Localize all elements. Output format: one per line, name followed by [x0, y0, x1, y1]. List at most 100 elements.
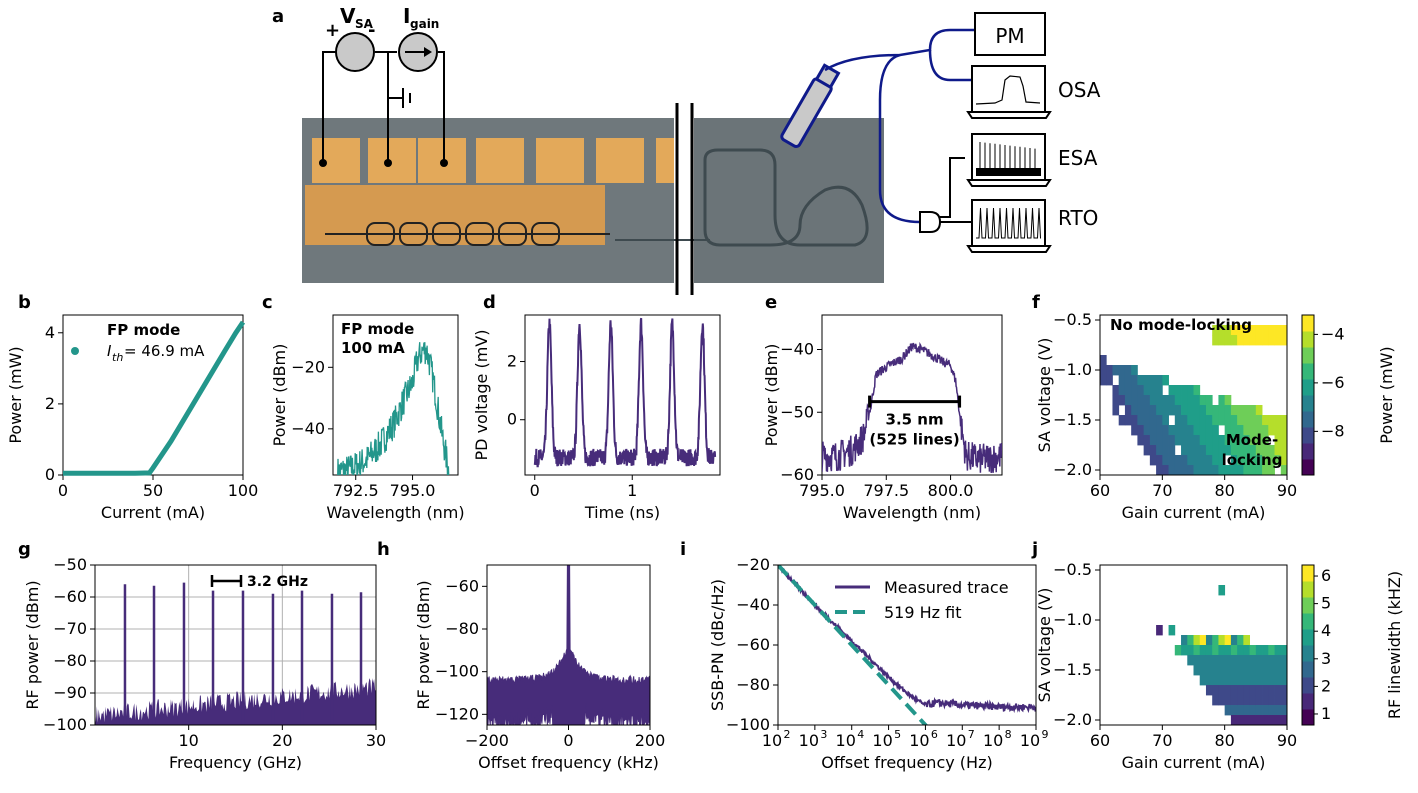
- heatmap-cell: [1243, 445, 1250, 456]
- heatmap-cell: [1199, 645, 1207, 656]
- x-axis-label: Current (mA): [101, 503, 205, 522]
- heatmap-cell: [1249, 455, 1257, 466]
- y-tick-label: −20: [736, 555, 770, 574]
- heatmap-cell: [1218, 415, 1226, 426]
- heatmap-cell: [1237, 635, 1244, 646]
- colorbar-step: [1302, 327, 1314, 332]
- heatmap-cell: [1168, 405, 1176, 416]
- heatmap-cell: [1274, 675, 1282, 686]
- heatmap-cell: [1149, 385, 1157, 396]
- x-tick-label: 0: [58, 481, 68, 500]
- colorbar-tick: 4: [1321, 621, 1331, 640]
- heatmap-cell: [1112, 395, 1120, 406]
- x-tick-label: 200: [635, 731, 666, 750]
- colorbar-tick: −4: [1321, 324, 1345, 343]
- heatmap-cell: [1274, 715, 1282, 725]
- heatmap-cell: [1181, 385, 1188, 396]
- heatmap-cell: [1224, 415, 1232, 426]
- colorbar-step: [1302, 697, 1314, 702]
- x-tick-exponent: 2: [784, 728, 791, 741]
- heatmap-cell: [1162, 455, 1169, 466]
- heatmap-cell: [1212, 665, 1219, 676]
- x-axis-label: Frequency (GHz): [169, 753, 302, 772]
- colorbar-step: [1302, 597, 1314, 602]
- heatmap-cell: [1274, 455, 1282, 466]
- y-tick-label: −100: [43, 715, 87, 734]
- colorbar-step: [1302, 641, 1314, 646]
- heatmap-cell: [1224, 325, 1232, 336]
- x-tick-label: 90: [1277, 481, 1297, 500]
- colorbar-tick: −8: [1321, 421, 1345, 440]
- heatmap-cell: [1243, 655, 1250, 666]
- x-tick-label: 20: [272, 731, 292, 750]
- heatmap-cell: [1143, 405, 1151, 416]
- heatmap-cell: [1262, 425, 1269, 436]
- colorbar-step: [1302, 565, 1314, 570]
- colorbar-step: [1302, 625, 1314, 630]
- heatmap-cell: [1156, 415, 1163, 426]
- heatmap-cell: [1193, 405, 1201, 416]
- heatmap-cell: [1131, 425, 1138, 436]
- heatmap-cell: [1230, 435, 1238, 446]
- heatmap-cell: [1187, 415, 1194, 426]
- x-tick-exponent: 7: [968, 728, 975, 741]
- heatmap-cell: [1274, 325, 1282, 336]
- vsa-label: V: [340, 4, 356, 28]
- gold-pad: [368, 138, 416, 183]
- heatmap-cell: [1262, 675, 1269, 686]
- heatmap-cell: [1199, 465, 1207, 475]
- ring-waveguide: [703, 148, 869, 247]
- colorbar-tick: 1: [1321, 704, 1331, 723]
- heatmap-cell: [1255, 705, 1263, 716]
- x-axis-label: Wavelength (nm): [326, 503, 464, 522]
- heatmap-cell: [1224, 335, 1232, 346]
- heatmap-cell: [1205, 405, 1213, 416]
- colorbar-step: [1302, 367, 1314, 372]
- heatmap-cell: [1268, 425, 1275, 436]
- gold-pad: [476, 138, 524, 183]
- gold-pad: [656, 138, 674, 183]
- annotation-ml-1: Mode-: [1226, 431, 1278, 449]
- heatmap-cell: [1174, 465, 1182, 475]
- heatmap-cell: [1199, 675, 1207, 686]
- x-tick-exponent: 8: [1005, 728, 1012, 741]
- heatmap-cell: [1124, 375, 1132, 386]
- x-tick-label: 10: [836, 731, 856, 750]
- annotation-lines: (525 lines): [869, 431, 959, 449]
- pm-box: [974, 12, 1046, 56]
- minus-sign: -: [368, 20, 375, 41]
- colorbar-step: [1302, 407, 1314, 412]
- heatmap-cell: [1143, 375, 1151, 386]
- colorbar-step: [1302, 399, 1314, 404]
- heatmap-cell: [1224, 705, 1232, 716]
- heatmap-cell: [1168, 435, 1176, 446]
- colorbar-step: [1302, 721, 1314, 726]
- y-tick-label: −0.5: [1053, 560, 1092, 579]
- y-tick-label: −20: [291, 357, 325, 376]
- panel-letter-g: g: [18, 539, 31, 560]
- heatmap-cell: [1255, 655, 1263, 666]
- heatmap-cell: [1237, 335, 1244, 346]
- heatmap-cell: [1255, 405, 1263, 416]
- heatmap-cell: [1255, 455, 1263, 466]
- heatmap-cell: [1268, 705, 1275, 716]
- heatmap-cell: [1230, 685, 1238, 696]
- colorbar-step: [1302, 685, 1314, 690]
- colorbar-step: [1302, 343, 1314, 348]
- heatmap-cell: [1237, 415, 1244, 426]
- heatmap-cell: [1243, 675, 1250, 686]
- heatmap-cell: [1268, 325, 1275, 336]
- heatmap-cell: [1218, 675, 1226, 686]
- y-tick-label: −80: [736, 675, 770, 694]
- legend-symbol-sub: th: [112, 351, 123, 364]
- x-tick-label: 1: [627, 481, 637, 500]
- heatmap-cell: [1199, 395, 1207, 406]
- colorbar-tick: 2: [1321, 676, 1331, 695]
- heatmap-cell: [1193, 645, 1201, 656]
- colorbar-step: [1302, 677, 1314, 682]
- plot-area: [337, 342, 450, 475]
- heatmap-cell: [1212, 675, 1219, 686]
- heatmap-cell: [1174, 455, 1182, 466]
- heatmap-cell: [1212, 405, 1219, 416]
